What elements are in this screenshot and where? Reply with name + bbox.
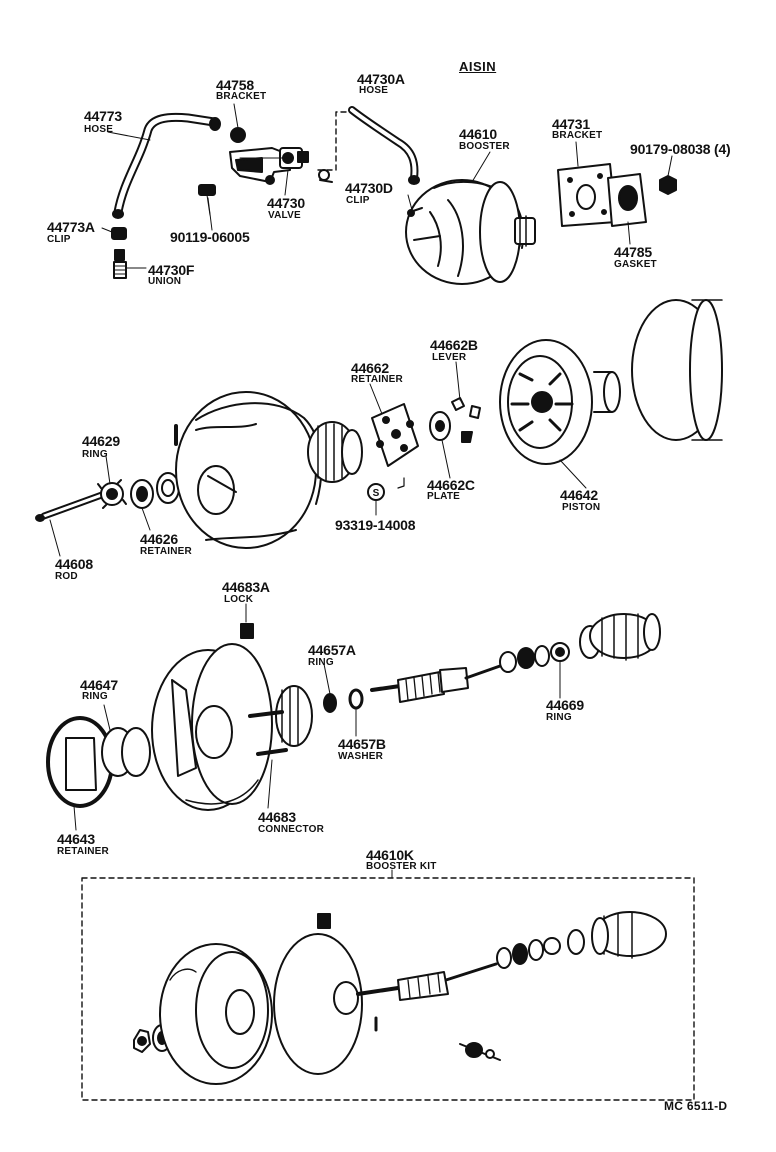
dashed-leader	[317, 111, 347, 171]
plunger-assembly-drawing	[370, 613, 661, 703]
part-number-44647: 44647	[80, 677, 118, 693]
plate-44662c-drawing	[429, 411, 451, 441]
part-number-44669: 44669	[546, 697, 584, 713]
ring-44657a-drawing	[323, 693, 337, 713]
kit-contents-drawing	[133, 911, 667, 1085]
svg-text:S: S	[373, 488, 380, 499]
booster-body-drawing	[174, 391, 363, 549]
part-number-44610: 44610	[459, 126, 497, 142]
part-number-44608: 44608	[55, 556, 93, 572]
clip-44773a-drawing	[111, 227, 127, 240]
part-number-44773a: 44773A	[47, 219, 95, 235]
part-number-44730a: 44730A	[357, 71, 405, 87]
part-name-44608: ROD	[55, 571, 78, 582]
part-number-93319: 93319-14008	[335, 517, 416, 533]
retainer-44662-drawing	[371, 403, 419, 489]
part-number-44773: 44773	[84, 108, 122, 124]
piston-44642-drawing	[499, 299, 723, 465]
part-name-44610: BOOSTER	[459, 141, 510, 152]
part-number-44758: 44758	[216, 77, 254, 93]
part-name-44683: CONNECTOR	[258, 824, 325, 835]
part-number-44730: 44730	[267, 195, 305, 211]
part-number-44642: 44642	[560, 487, 598, 503]
part-name-44643: RETAINER	[57, 846, 109, 857]
part-name-44730a: HOSE	[359, 85, 389, 96]
screw-90119-drawing	[198, 184, 216, 216]
clip-44730d-drawing	[318, 169, 333, 183]
rear-shell-drawing	[151, 643, 313, 811]
ring-44647-drawing	[101, 727, 151, 777]
retainer-44643-drawing	[46, 716, 114, 808]
part-name-44662b: LEVER	[432, 352, 467, 363]
part-number-44662c: 44662C	[427, 477, 475, 493]
washer-44657b-drawing	[348, 688, 364, 710]
part-number-44683: 44683	[258, 809, 296, 825]
part-name-44731: BRACKET	[552, 130, 603, 141]
part-number-90119: 90119-06005	[170, 229, 250, 245]
booster-44610-drawing	[405, 179, 536, 285]
part-name-44657a: RING	[308, 657, 334, 668]
part-name-44662c: PLATE	[427, 491, 461, 502]
rod-44608-drawing	[35, 488, 114, 522]
union-44730f-drawing	[113, 249, 127, 279]
part-number-44662b: 44662B	[430, 337, 478, 353]
part-number-44657b: 44657B	[338, 736, 386, 752]
part-name-44669: RING	[546, 712, 572, 723]
diagram-code: MC 6511-D	[664, 1099, 728, 1113]
part-name-44758: BRACKET	[216, 91, 267, 102]
part-number-90179: 90179-08038 (4)	[630, 141, 731, 157]
part-name-44730d: CLIP	[346, 195, 370, 206]
part-name-44773: HOSE	[84, 124, 114, 135]
part-name-44662: RETAINER	[351, 374, 403, 385]
stopper-93319-drawing: S	[367, 483, 385, 501]
part-number-44657a: 44657A	[308, 642, 356, 658]
kit-frame	[81, 877, 695, 1101]
part-name-44647: RING	[82, 691, 108, 702]
part-number-44610k: 44610K	[366, 847, 414, 863]
part-number-44730f: 44730F	[148, 262, 195, 278]
part-number-44785: 44785	[614, 244, 652, 260]
part-number-44730d: 44730D	[345, 180, 393, 196]
part-number-44662: 44662	[351, 360, 389, 376]
part-name-44610k: BOOSTER KIT	[366, 861, 437, 872]
lock-44683a-drawing	[240, 623, 254, 639]
part-name-44626: RETAINER	[140, 546, 192, 557]
part-number-44731: 44731	[552, 116, 590, 132]
part-name-44683a: LOCK	[224, 594, 254, 605]
part-name-44773a: CLIP	[47, 234, 71, 245]
part-number-44626: 44626	[140, 531, 178, 547]
part-number-44683a: 44683A	[222, 579, 270, 595]
ring-44629-drawing	[97, 479, 127, 509]
lever-44662b-drawing	[451, 397, 481, 443]
gasket-bracket-44731-drawing	[557, 163, 647, 227]
part-name-44642: PISTON	[562, 502, 601, 513]
retainer-44626-drawing	[130, 472, 180, 509]
hose-44773-drawing	[107, 112, 221, 219]
brand-label: AISIN	[459, 59, 497, 74]
leader-lines	[49, 103, 673, 879]
part-name-44730f: UNION	[148, 276, 182, 287]
part-name-44730: VALVE	[268, 210, 301, 221]
part-name-44629: RING	[82, 449, 108, 460]
part-number-44643: 44643	[57, 831, 95, 847]
nut-90179-drawing	[659, 175, 677, 195]
part-name-44657b: WASHER	[338, 751, 384, 762]
part-number-44629: 44629	[82, 433, 120, 449]
hose-44730a-drawing	[348, 106, 420, 185]
bracket-44758-drawing	[229, 127, 291, 185]
valve-44730-drawing	[239, 147, 309, 169]
part-name-44785: GASKET	[614, 259, 657, 270]
